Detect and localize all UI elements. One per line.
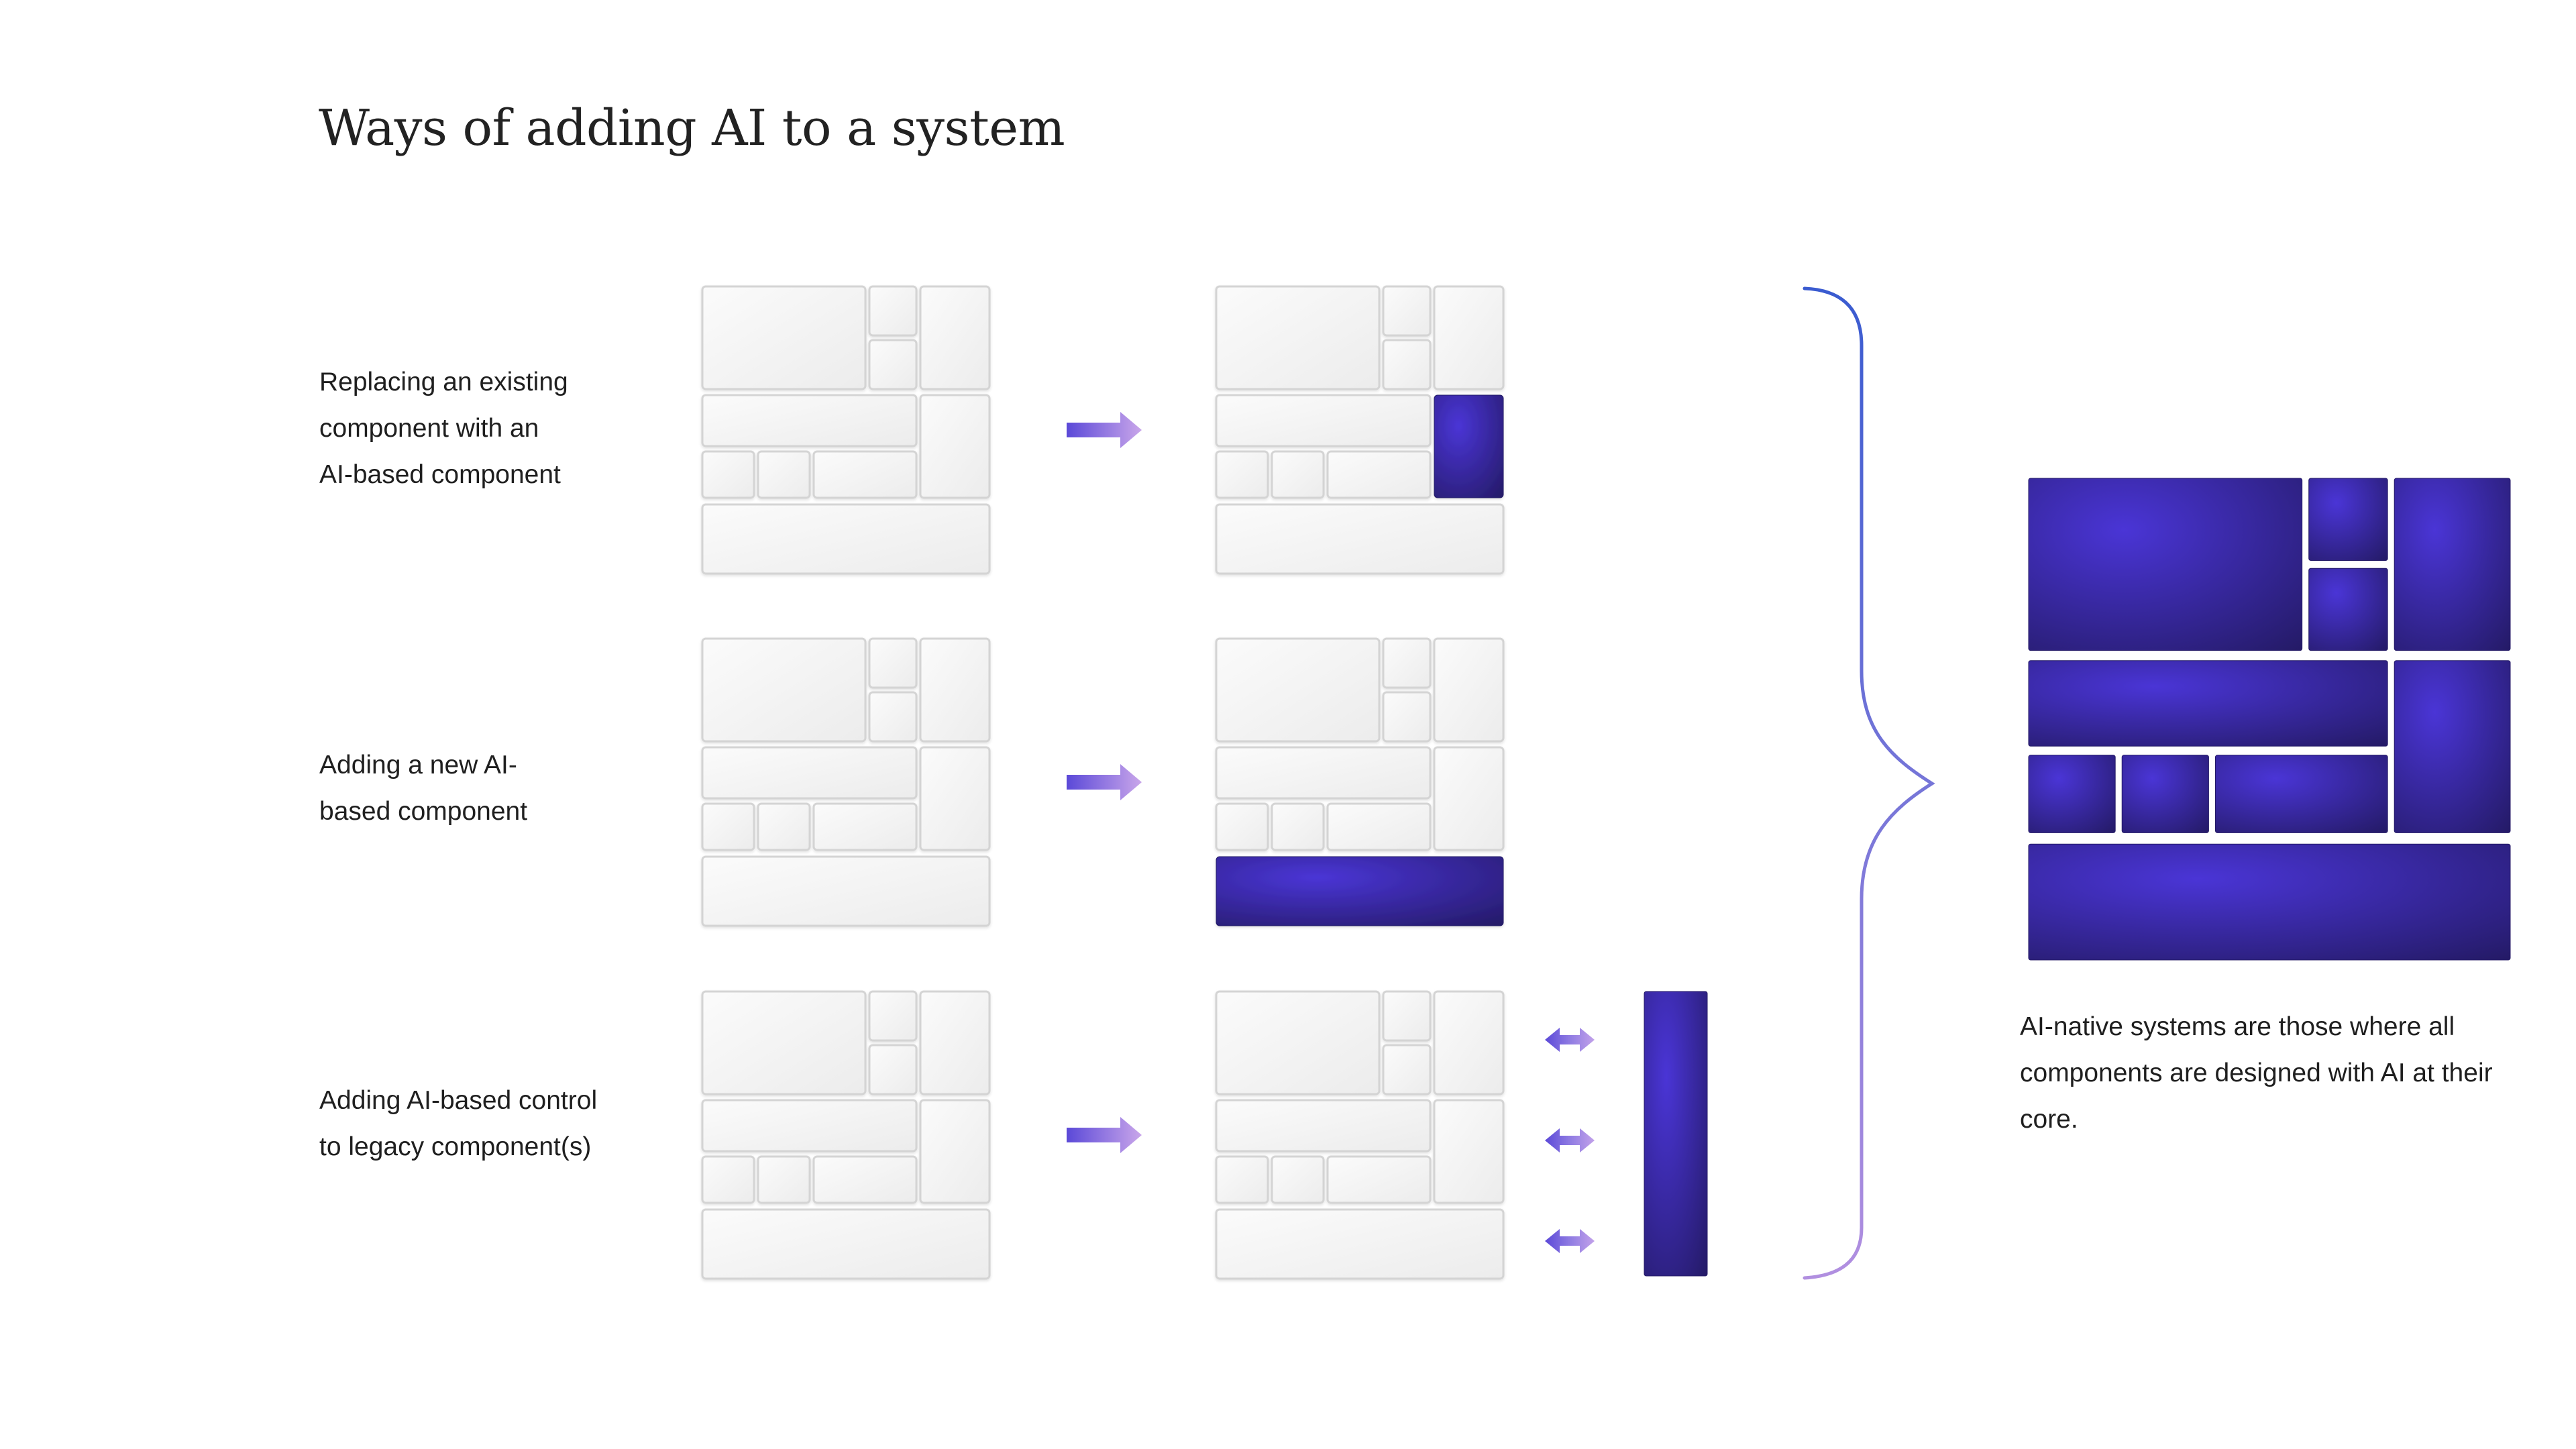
row3-before-right-tall-middle-legacy-component	[919, 1099, 991, 1204]
row2-before-middle-wide-legacy-component	[701, 746, 918, 800]
ai-native-middle-wide-ai-component	[2028, 660, 2388, 747]
row3-after-top-small-upper-legacy-component	[1382, 990, 1432, 1042]
row-label-add-new: Adding a new AI- based component	[319, 742, 527, 835]
ai-native-top-small-lower-ai-component	[2308, 568, 2388, 651]
row1-before-middle-wide-legacy-component	[701, 394, 918, 447]
row-label-line: based component	[319, 797, 528, 826]
row1-after-bottom-wide-legacy-component	[1215, 503, 1505, 575]
row1-after-top-small-lower-legacy-component	[1382, 339, 1432, 390]
row3-before-right-tall-top-legacy-component	[919, 990, 991, 1095]
row1-before-small-a-legacy-component	[701, 450, 755, 499]
row3-after-middle-wide-legacy-component	[1215, 1099, 1432, 1152]
row2-before-top-small-lower-legacy-component	[868, 691, 918, 743]
row3-after-small-a-legacy-component	[1215, 1155, 1269, 1204]
row1-after-right-tall-middle-ai-component	[1434, 394, 1504, 498]
row-label-add-control: Adding AI-based control to legacy compon…	[319, 1077, 597, 1170]
row2-after-top-small-lower-legacy-component	[1382, 691, 1432, 743]
caption-line: core.	[2020, 1105, 2078, 1134]
row2-before-small-wide-legacy-component	[812, 802, 918, 851]
row3-before-bottom-wide-legacy-component	[701, 1208, 991, 1280]
row2-before-right-tall-middle-legacy-component	[919, 746, 991, 851]
row1-before-top-small-upper-legacy-component	[868, 285, 918, 337]
page-title: Ways of adding AI to a system	[319, 99, 1065, 157]
right-arrow-icon	[1067, 1117, 1142, 1153]
row2-before-right-tall-top-legacy-component	[919, 637, 991, 743]
ai-native-small-a-ai-component	[2028, 755, 2116, 833]
ai-native-caption: AI-native systems are those where all co…	[2020, 1004, 2493, 1142]
row1-after-top-small-upper-legacy-component	[1382, 285, 1432, 337]
row2-before-small-a-legacy-component	[701, 802, 755, 851]
right-arrow-icon	[1067, 764, 1142, 800]
curly-brace-icon	[1803, 286, 1935, 1280]
row2-after-small-b-legacy-component	[1271, 802, 1325, 851]
row-label-line: Adding AI-based control	[319, 1086, 598, 1115]
caption-line: components are designed with AI at their	[2020, 1059, 2493, 1087]
row1-before-top-left-large-legacy-component	[701, 285, 867, 390]
ai-native-right-tall-middle-ai-component	[2394, 660, 2511, 833]
row1-after-top-left-large-legacy-component	[1215, 285, 1381, 390]
row3-after-top-small-lower-legacy-component	[1382, 1044, 1432, 1095]
double-arrow-icon	[1545, 1128, 1595, 1152]
row2-after-right-tall-top-legacy-component	[1433, 637, 1505, 743]
ai-native-top-left-large-ai-component	[2028, 478, 2303, 651]
row2-after-top-small-upper-legacy-component	[1382, 637, 1432, 689]
row2-before-top-small-upper-legacy-component	[868, 637, 918, 689]
row2-after-middle-wide-legacy-component	[1215, 746, 1432, 800]
row2-before-top-left-large-legacy-component	[701, 637, 867, 743]
row3-before-middle-wide-legacy-component	[701, 1099, 918, 1152]
row-label-line: Replacing an existing	[319, 368, 568, 396]
row2-after-small-wide-legacy-component	[1326, 802, 1432, 851]
row-label-line: to legacy component(s)	[319, 1132, 592, 1161]
row1-before-top-small-lower-legacy-component	[868, 339, 918, 390]
double-arrow-icon	[1545, 1229, 1595, 1253]
ai-native-bottom-wide-ai-component	[2028, 843, 2511, 961]
row1-before-small-wide-legacy-component	[812, 450, 918, 499]
double-arrow-icon	[1545, 1028, 1595, 1052]
ai-native-top-small-upper-ai-component	[2308, 478, 2388, 561]
ai-native-small-wide-ai-component	[2214, 755, 2388, 833]
row3-after-right-tall-middle-legacy-component	[1433, 1099, 1505, 1204]
row2-after-small-a-legacy-component	[1215, 802, 1269, 851]
row1-after-small-wide-legacy-component	[1326, 450, 1432, 499]
row3-after-bottom-wide-legacy-component	[1215, 1208, 1505, 1280]
row3-before-top-small-lower-legacy-component	[868, 1044, 918, 1095]
row3-before-top-left-large-legacy-component	[701, 990, 867, 1095]
row1-before-right-tall-middle-legacy-component	[919, 394, 991, 499]
row1-after-small-a-legacy-component	[1215, 450, 1269, 499]
ai-native-small-b-ai-component	[2121, 755, 2209, 833]
row2-after-bottom-wide-ai-component	[1216, 856, 1504, 926]
row3-before-small-wide-legacy-component	[812, 1155, 918, 1204]
caption-line: AI-native systems are those where all	[2020, 1012, 2455, 1041]
row3-before-top-small-upper-legacy-component	[868, 990, 918, 1042]
row3-after-small-b-legacy-component	[1271, 1155, 1325, 1204]
row-label-line: component with an	[319, 414, 539, 443]
row3-before-small-b-legacy-component	[757, 1155, 811, 1204]
row2-after-right-tall-middle-legacy-component	[1433, 746, 1505, 851]
ai-control-bar	[1644, 991, 1708, 1277]
row-label-replace: Replacing an existing component with an …	[319, 359, 568, 498]
row1-before-right-tall-top-legacy-component	[919, 285, 991, 390]
row3-after-top-left-large-legacy-component	[1215, 990, 1381, 1095]
row1-after-right-tall-top-legacy-component	[1433, 285, 1505, 390]
row3-before-small-a-legacy-component	[701, 1155, 755, 1204]
row-label-line: Adding a new AI-	[319, 751, 517, 780]
ai-native-right-tall-top-ai-component	[2394, 478, 2511, 651]
row1-after-small-b-legacy-component	[1271, 450, 1325, 499]
row1-after-middle-wide-legacy-component	[1215, 394, 1432, 447]
row3-after-right-tall-top-legacy-component	[1433, 990, 1505, 1095]
row2-before-small-b-legacy-component	[757, 802, 811, 851]
row2-before-bottom-wide-legacy-component	[701, 855, 991, 927]
row-label-line: AI-based component	[319, 460, 561, 489]
row2-after-top-left-large-legacy-component	[1215, 637, 1381, 743]
row3-after-small-wide-legacy-component	[1326, 1155, 1432, 1204]
row1-before-small-b-legacy-component	[757, 450, 811, 499]
right-arrow-icon	[1067, 412, 1142, 448]
row1-before-bottom-wide-legacy-component	[701, 503, 991, 575]
